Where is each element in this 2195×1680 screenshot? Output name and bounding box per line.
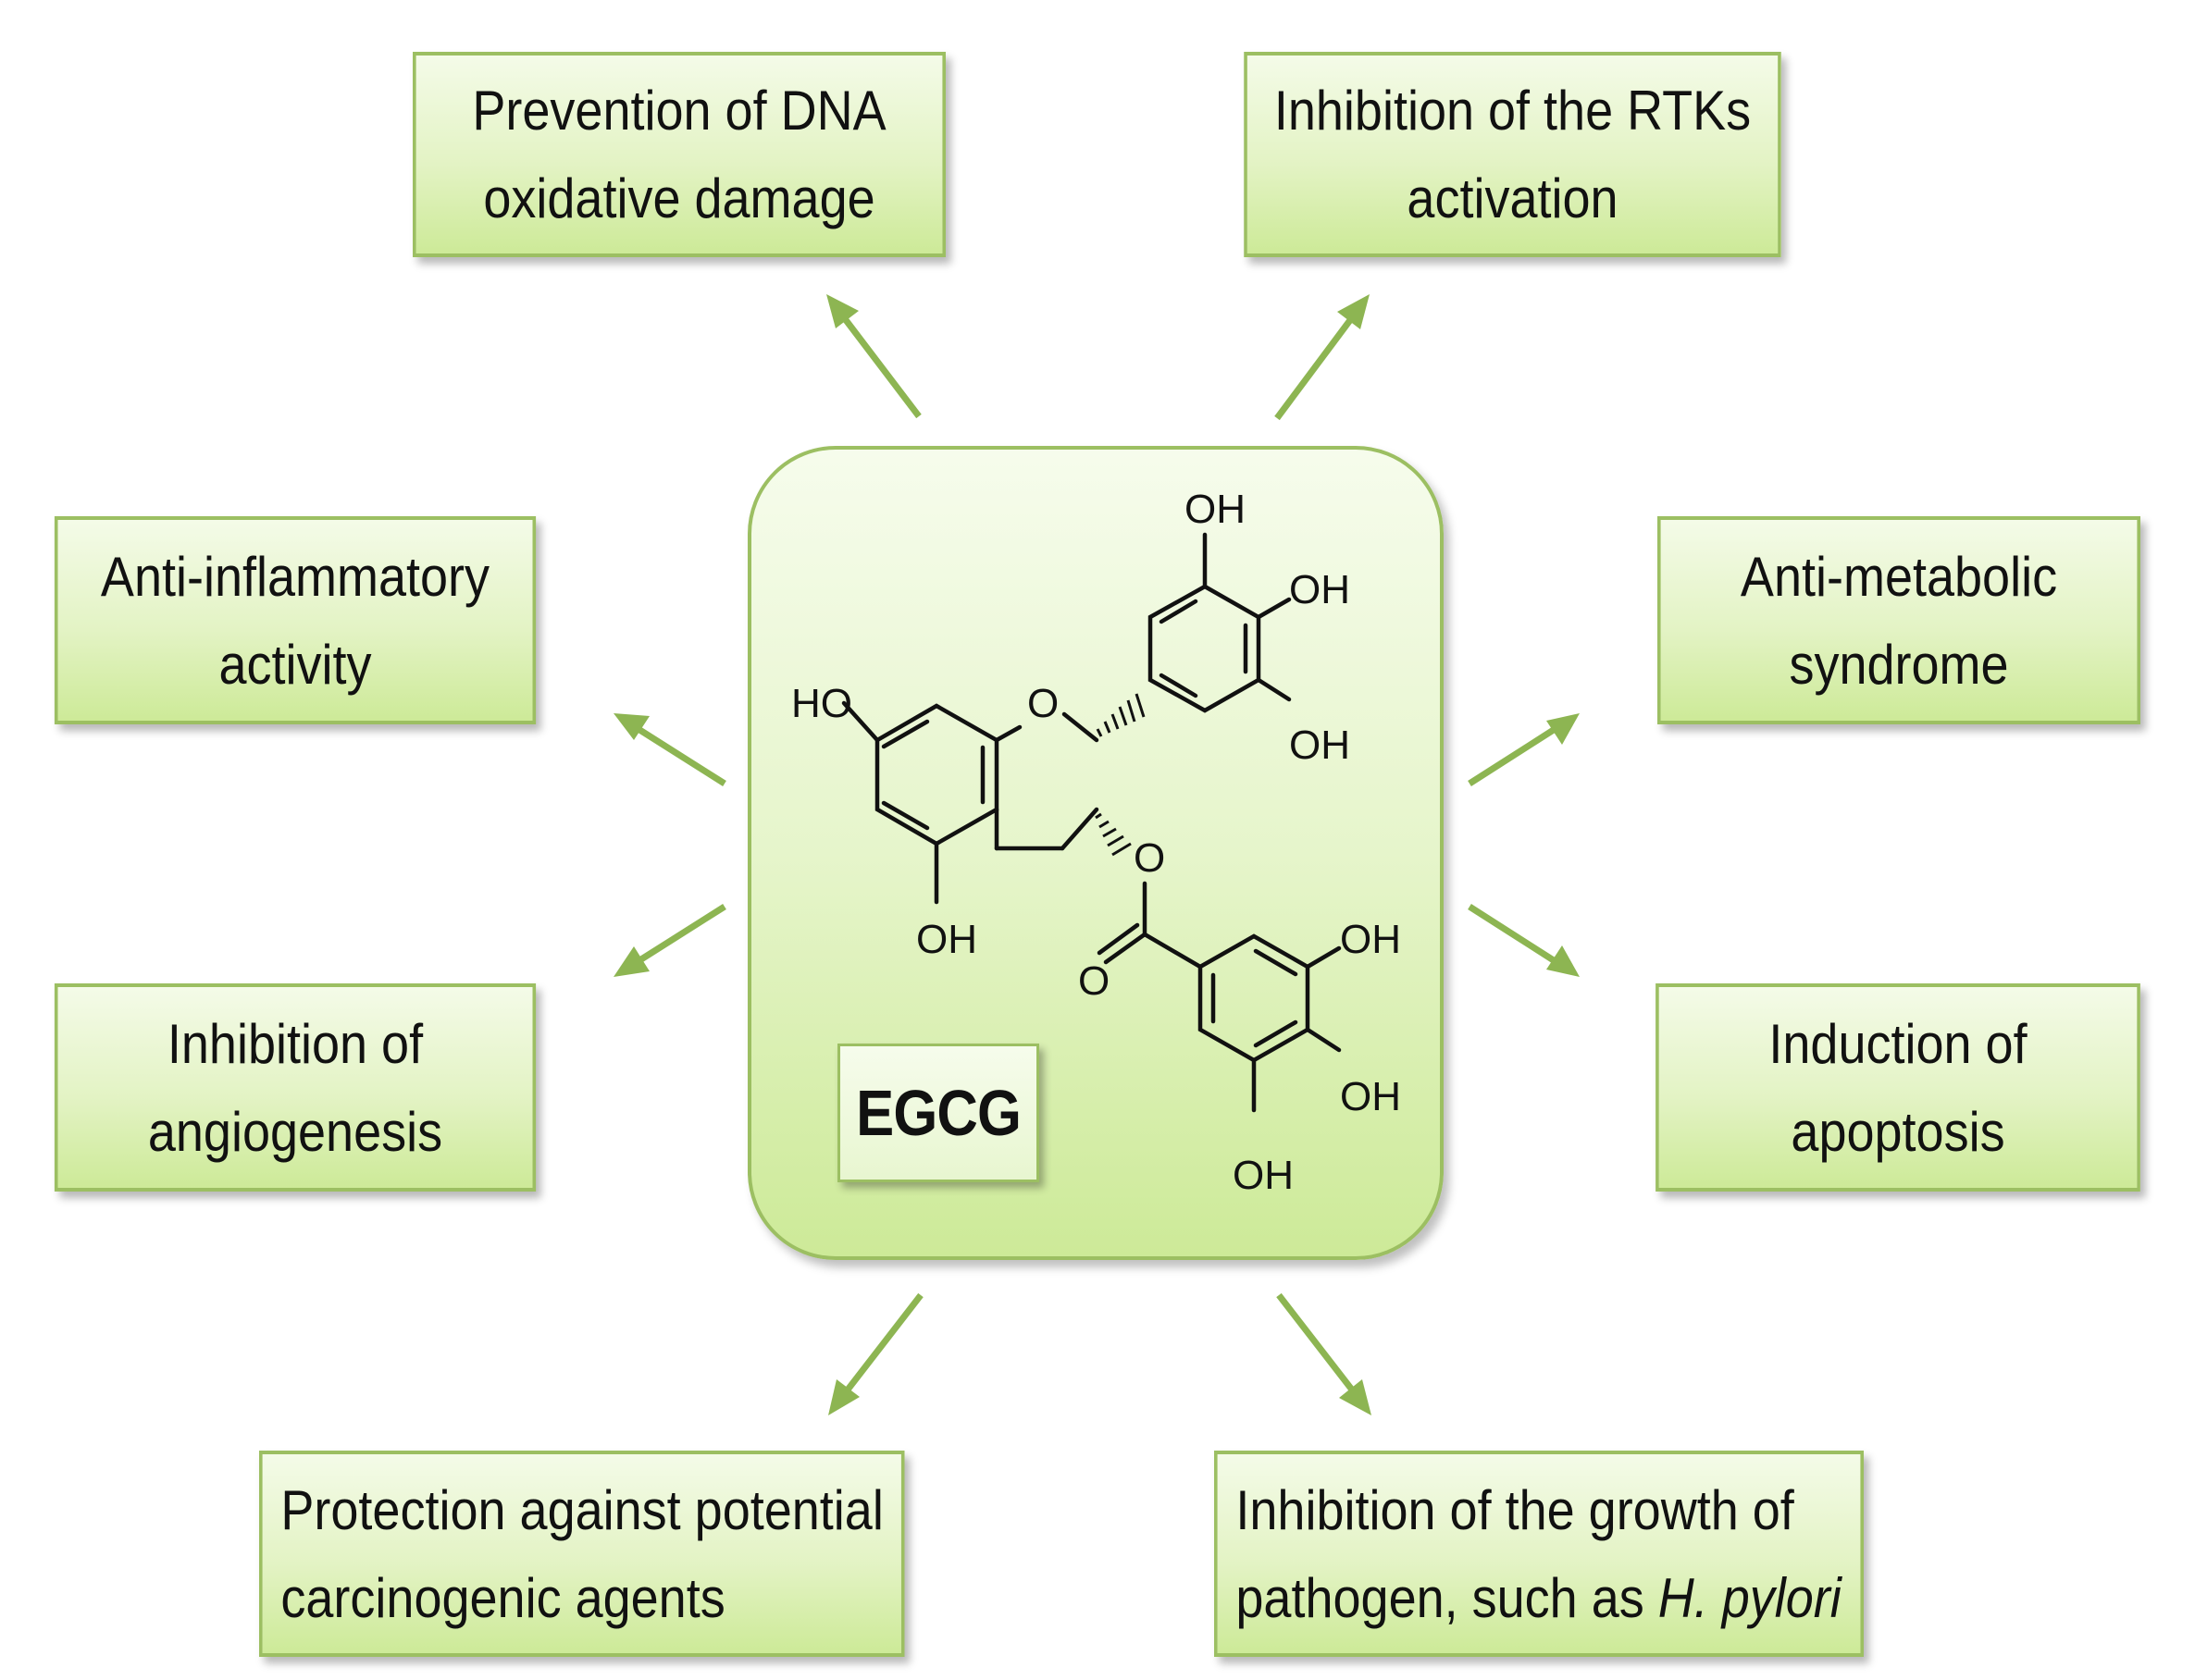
effect-anti-inflammatory: Anti-inflammatory activity (54, 516, 537, 724)
effect-rtk-inhibition: Inhibition of the RTKs activation (1244, 52, 1781, 257)
effect-text-line2: activity (218, 633, 372, 696)
effect-text-line2: activation (1407, 167, 1618, 229)
effect-text-line1: Inhibition of the growth of (1235, 1478, 1794, 1541)
effect-text-line2: apoptosis (1791, 1100, 2005, 1163)
atom-label-o: O (1078, 958, 1110, 1004)
effect-angiogenesis-inhibition: Inhibition of angiogenesis (54, 983, 537, 1192)
atom-label-oh: OH (916, 917, 977, 962)
arrow-mid-left-lower (614, 904, 726, 977)
arrow-mid-left-upper (614, 713, 726, 786)
effect-carcinogen-protection: Protection against potential carcinogeni… (259, 1451, 905, 1657)
egcg-label-box: EGCG (837, 1044, 1039, 1182)
atom-label-oh: OH (1233, 1153, 1294, 1198)
effect-pathogen-growth-inhibition: Inhibition of the growth of pathogen, su… (1214, 1451, 1864, 1657)
effect-text-line1: Anti-inflammatory (100, 545, 490, 608)
molecule-hashed-bonds (1095, 693, 1146, 857)
effect-text-line1: Protection against potential (280, 1478, 884, 1541)
arrow-top-left (826, 294, 922, 419)
atom-label-oh: OH (1340, 917, 1401, 962)
molecule-atom-labels: OH OH OH HO O O OH O OH OH OH (791, 487, 1401, 1198)
atom-label-oh: OH (1340, 1074, 1401, 1119)
effect-text-line1: Prevention of DNA (472, 80, 887, 142)
effect-text-line2: syndrome (1789, 633, 2009, 696)
effect-text-line1: Induction of (1768, 1012, 2028, 1075)
arrow-mid-right-upper (1468, 713, 1580, 786)
arrow-top-right (1274, 294, 1370, 421)
effect-text-line2: pathogen, such as H. pylori (1235, 1554, 1841, 1642)
effect-apoptosis-induction: Induction of apoptosis (1656, 983, 2140, 1192)
arrow-bottom-left (828, 1292, 924, 1415)
atom-label-o: O (1134, 835, 1165, 881)
effect-text-line1: Inhibition of the RTKs (1273, 80, 1752, 142)
arrow-bottom-right (1276, 1292, 1371, 1415)
arrow-mid-right-lower (1468, 904, 1580, 977)
effect-text-italic: H. pylori (1657, 1566, 1842, 1629)
effect-text-line2: angiogenesis (147, 1100, 443, 1163)
effect-text-line2: oxidative damage (483, 167, 875, 229)
effect-dna-protection: Prevention of DNA oxidative damage (413, 52, 946, 257)
effect-text-line1: Anti-metabolic (1740, 545, 2058, 608)
atom-label-o: O (1027, 681, 1059, 726)
effect-text-line1: Inhibition of (167, 1012, 424, 1075)
molecule-bonds (841, 532, 1342, 1113)
egcg-label: EGCG (856, 1077, 1022, 1149)
effect-text-plain: pathogen, such as (1235, 1566, 1658, 1629)
effect-anti-metabolic-syndrome: Anti-metabolic syndrome (1657, 516, 2140, 724)
atom-label-ho: HO (791, 681, 852, 726)
effect-text-line2: carcinogenic agents (280, 1566, 725, 1629)
atom-label-oh: OH (1289, 567, 1350, 612)
atom-label-oh: OH (1289, 723, 1350, 768)
atom-label-oh: OH (1184, 487, 1246, 532)
